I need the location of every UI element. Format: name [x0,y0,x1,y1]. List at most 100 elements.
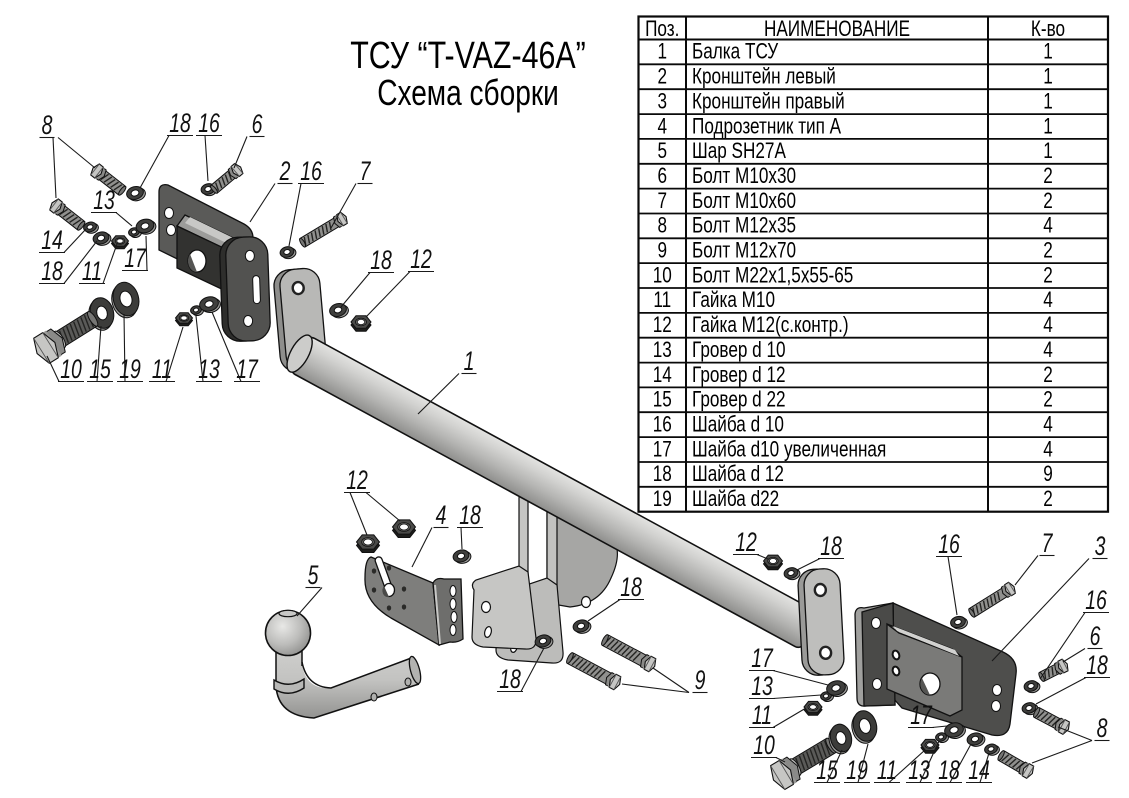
svg-text:18: 18 [499,664,521,694]
svg-text:18: 18 [1086,650,1108,680]
svg-text:5: 5 [657,139,667,164]
svg-text:16: 16 [938,529,960,559]
svg-text:2: 2 [1043,164,1053,189]
svg-text:17: 17 [124,243,146,273]
svg-text:17: 17 [910,700,932,730]
svg-text:13: 13 [93,185,115,215]
svg-text:Болт М12х35: Болт М12х35 [692,214,796,239]
svg-text:13: 13 [198,354,220,384]
svg-text:1: 1 [1043,65,1053,90]
svg-text:13: 13 [653,338,672,363]
svg-text:5: 5 [308,560,320,590]
svg-text:18: 18 [370,245,392,275]
svg-text:Схема сборки: Схема сборки [377,73,559,113]
svg-text:14: 14 [968,755,990,785]
svg-text:Болт М12х70: Болт М12х70 [692,239,796,264]
svg-text:15: 15 [816,755,838,785]
svg-text:9: 9 [657,239,667,264]
svg-text:4: 4 [436,500,447,530]
svg-text:2: 2 [1043,263,1053,288]
svg-text:12: 12 [735,527,757,557]
svg-text:18: 18 [459,500,481,530]
svg-text:2: 2 [657,65,667,90]
svg-text:К-во: К-во [1031,17,1065,42]
svg-text:18: 18 [41,256,63,286]
svg-text:ТСУ “T-VAZ-46A”: ТСУ “T-VAZ-46A” [350,35,586,77]
svg-text:8: 8 [1097,713,1108,743]
svg-text:16: 16 [653,412,672,437]
svg-text:1: 1 [657,40,667,65]
svg-text:3: 3 [1095,531,1106,561]
svg-text:17: 17 [653,437,672,462]
svg-text:Кронштейн правый: Кронштейн правый [692,89,845,114]
svg-text:11: 11 [653,288,671,313]
svg-text:Болт М10х30: Болт М10х30 [692,164,796,189]
svg-text:7: 7 [1042,528,1054,558]
svg-text:2: 2 [279,156,291,186]
svg-text:10: 10 [60,354,82,384]
svg-text:3: 3 [657,89,667,114]
svg-text:Поз.: Поз. [645,17,679,42]
svg-text:7: 7 [657,189,667,214]
svg-text:17: 17 [236,354,258,384]
svg-text:10: 10 [653,263,672,288]
svg-text:1: 1 [1043,40,1053,65]
svg-text:НАИМЕНОВАНИЕ: НАИМЕНОВАНИЕ [764,17,910,42]
svg-text:Шайба d10 увеличенная: Шайба d10 увеличенная [692,437,886,462]
svg-text:4: 4 [1043,313,1053,338]
svg-text:4: 4 [1043,214,1053,239]
svg-text:8: 8 [42,110,53,140]
svg-text:13: 13 [751,671,773,701]
svg-text:12: 12 [653,313,672,338]
svg-text:15: 15 [653,388,672,413]
svg-text:Гайка М12(с.контр.): Гайка М12(с.контр.) [692,313,849,338]
svg-text:19: 19 [653,487,672,512]
svg-text:1: 1 [1043,89,1053,114]
svg-text:12: 12 [410,244,432,274]
svg-text:Гровер d 12: Гровер d 12 [692,363,786,388]
svg-text:14: 14 [41,225,63,255]
svg-text:4: 4 [1043,338,1053,363]
svg-text:Болт М10х60: Болт М10х60 [692,189,796,214]
svg-text:4: 4 [1043,288,1053,313]
svg-text:18: 18 [169,108,191,138]
svg-text:19: 19 [119,354,141,384]
svg-text:2: 2 [1043,487,1053,512]
svg-text:2: 2 [1043,363,1053,388]
svg-text:1: 1 [1043,114,1053,139]
svg-text:Шайба d 12: Шайба d 12 [692,462,784,487]
svg-text:12: 12 [346,465,368,495]
svg-text:Шар SH27A: Шар SH27A [692,139,787,164]
svg-text:10: 10 [753,730,775,760]
svg-text:1: 1 [1043,139,1053,164]
svg-text:18: 18 [820,531,842,561]
svg-text:19: 19 [846,755,868,785]
svg-text:6: 6 [1090,621,1102,651]
svg-text:9: 9 [695,665,706,695]
svg-text:11: 11 [82,256,102,286]
svg-text:1: 1 [464,346,475,376]
svg-text:18: 18 [620,572,642,602]
svg-text:13: 13 [908,755,930,785]
svg-text:11: 11 [877,755,897,785]
svg-text:16: 16 [198,108,220,138]
svg-text:6: 6 [657,164,667,189]
svg-text:Гровер d 22: Гровер d 22 [692,388,786,413]
svg-text:11: 11 [152,354,172,384]
svg-text:17: 17 [751,643,773,673]
svg-text:14: 14 [653,363,672,388]
svg-text:7: 7 [360,156,372,186]
svg-text:Гайка М10: Гайка М10 [692,288,775,313]
svg-text:9: 9 [1043,462,1053,487]
svg-text:18: 18 [938,755,960,785]
svg-text:4: 4 [1043,412,1053,437]
svg-text:Шайба d 10: Шайба d 10 [692,412,784,437]
svg-text:11: 11 [752,700,772,730]
svg-text:2: 2 [1043,239,1053,264]
svg-text:Гровер d 10: Гровер d 10 [692,338,786,363]
svg-text:8: 8 [657,214,667,239]
svg-text:15: 15 [89,354,111,384]
svg-text:18: 18 [653,462,672,487]
svg-text:6: 6 [252,109,264,139]
svg-text:16: 16 [300,156,322,186]
